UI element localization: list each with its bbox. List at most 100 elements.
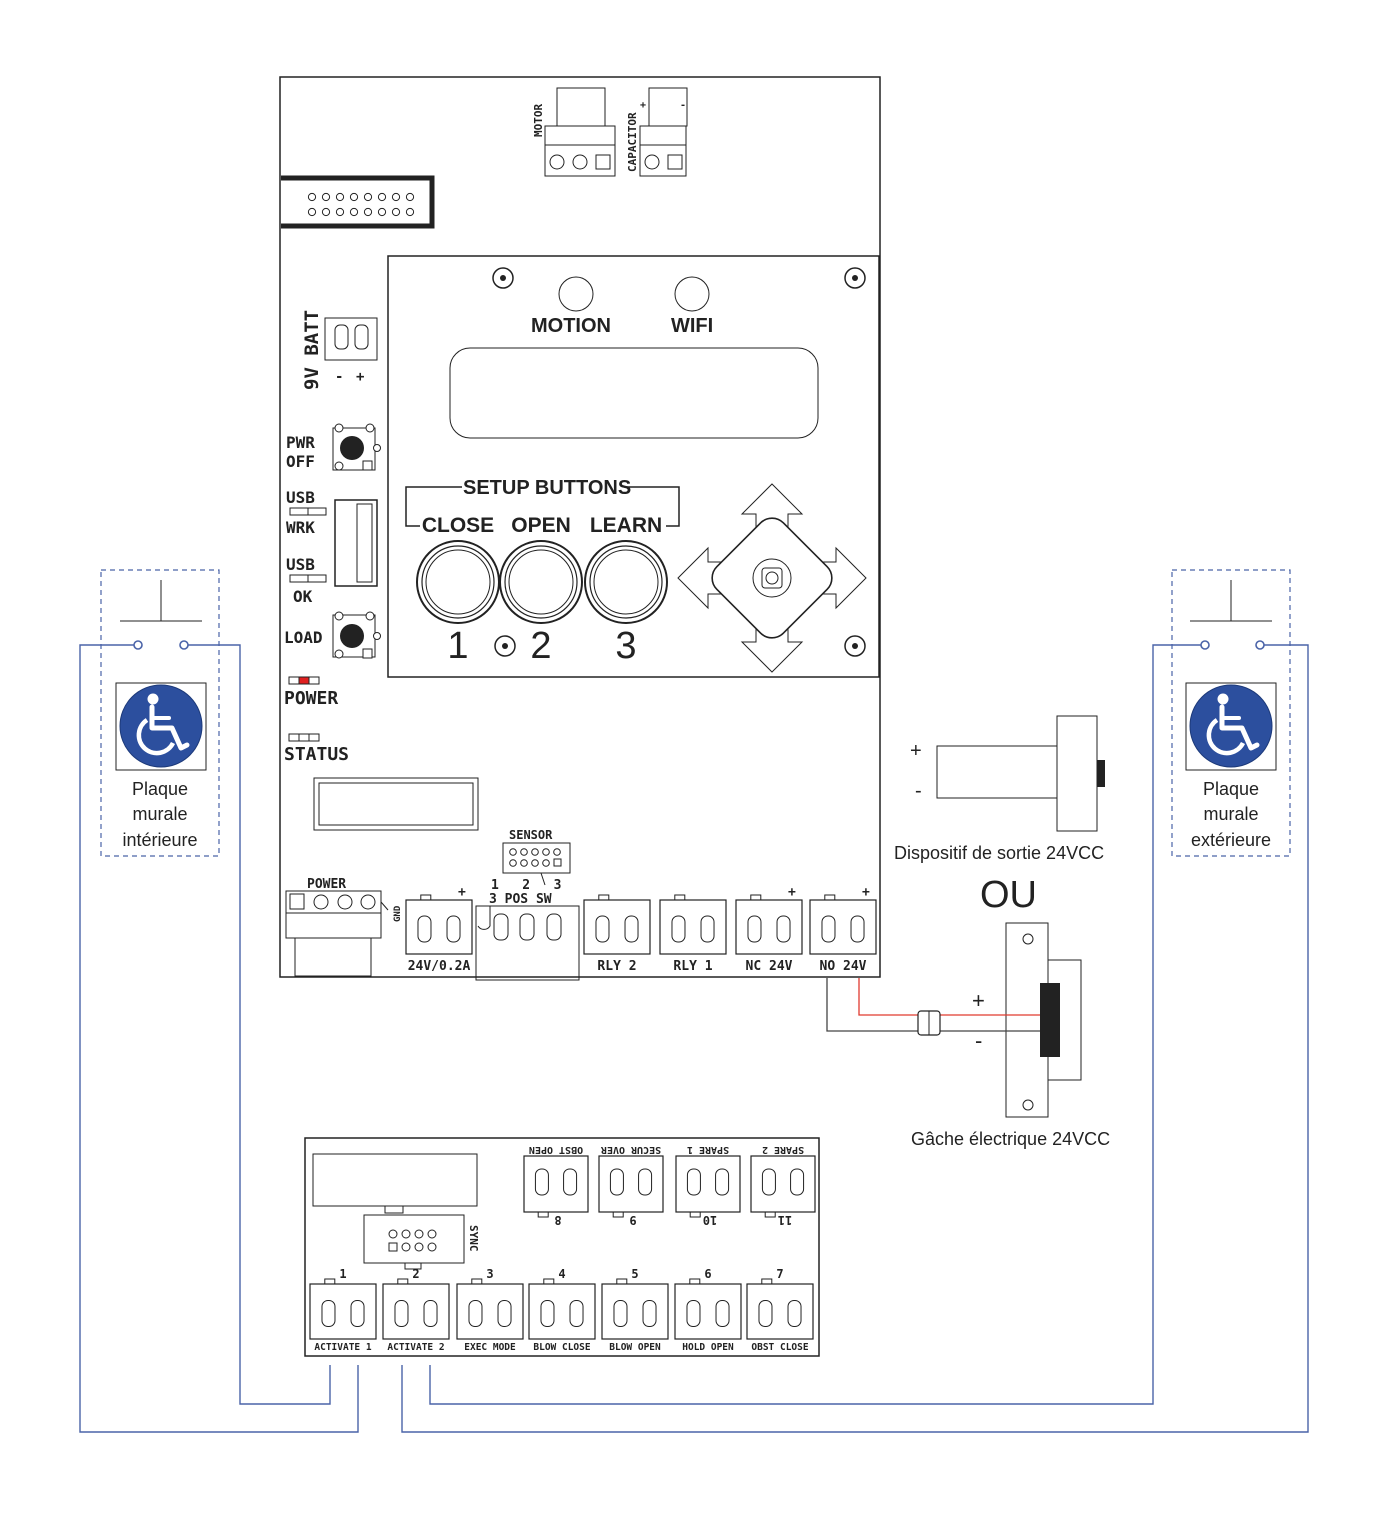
usb-wrk-label-2: WRK	[286, 518, 315, 537]
load-label: LOAD	[284, 628, 323, 647]
terminal-label: RLY 2	[597, 959, 636, 974]
terminal-marker: +	[458, 885, 466, 900]
exterior-wall-plate[interactable]: Plaque murale extérieure	[1171, 569, 1291, 857]
close-button-label: CLOSE	[422, 514, 494, 537]
interior-plate-label-3: intérieure	[122, 830, 197, 850]
terminal-number: 9	[629, 1213, 636, 1227]
interior-plate-label-2: murale	[132, 804, 187, 824]
terminal-number: 6	[704, 1267, 711, 1281]
usb-indicators: USB WRK USB OK	[286, 488, 327, 606]
terminal-label: NC 24V	[746, 959, 793, 974]
usb-port[interactable]	[334, 499, 378, 587]
terminal-label: BLOW OPEN	[609, 1342, 661, 1353]
learn-setup-button[interactable]: LEARN 3	[584, 514, 668, 667]
terminal-label: OBST CLOSE	[751, 1342, 808, 1353]
exit-device-minus: -	[915, 780, 922, 802]
exterior-plate-label-2: murale	[1203, 804, 1258, 824]
motion-label: MOTION	[531, 315, 611, 337]
pos-sw-numbers: 1 2 3	[491, 878, 561, 893]
motor-connector: MOTOR	[532, 87, 616, 177]
terminal-rly-1[interactable]: RLY 1	[659, 894, 727, 974]
expansion-top-terminals: OBST OPEN 8 SECUR OVER 9 SPARE 110 SPARE 2 11	[523, 1144, 816, 1227]
terminal-label: NO 24V	[820, 959, 867, 974]
terminal-label: SECUR OVER	[600, 1144, 661, 1155]
terminal-marker: +	[788, 885, 796, 900]
exit-device: + - Dispositif de sortie 24VCC	[894, 715, 1105, 863]
wheelchair-accessibility-icon	[119, 684, 203, 768]
board-lcd-window	[313, 777, 479, 831]
terminal-label: HOLD OPEN	[682, 1342, 734, 1353]
terminal-label: SPARE 2	[762, 1144, 804, 1155]
terminal-nc-24v[interactable]: NC 24V +	[735, 885, 803, 974]
sync-header: SYNC	[363, 1214, 480, 1270]
terminal-spare-2[interactable]: SPARE 2 11	[750, 1144, 816, 1227]
terminal-label: SPARE 1	[687, 1144, 729, 1155]
terminal-number: 8	[554, 1213, 561, 1227]
navigation-pad[interactable]	[677, 483, 867, 673]
terminal-secur-over[interactable]: SECUR OVER 9	[598, 1144, 664, 1227]
terminal-number: 11	[778, 1213, 792, 1227]
terminal-spare-1[interactable]: SPARE 110	[675, 1144, 741, 1227]
sensor-header: SENSOR	[502, 828, 571, 874]
exterior-plate-label-3: extérieure	[1191, 830, 1271, 850]
wifi-led	[674, 276, 710, 312]
or-label: OU	[980, 874, 1037, 916]
batt-label: 9V BATT	[301, 310, 323, 390]
terminal-number: 4	[558, 1267, 565, 1281]
power-terminal-label: POWER	[307, 877, 346, 892]
dpad-body	[711, 517, 833, 639]
learn-button-label: LEARN	[590, 514, 662, 537]
exterior-plate-label-1: Plaque	[1203, 779, 1259, 799]
open-button-number: 2	[530, 625, 551, 667]
pwr-off-label-1: PWR	[286, 433, 315, 452]
panel-screws	[492, 267, 866, 657]
terminal-number: 3	[486, 1267, 493, 1281]
exit-device-label: Dispositif de sortie 24VCC	[894, 843, 1104, 863]
pwr-off-button[interactable]: PWR OFF	[286, 423, 381, 471]
learn-button-number: 3	[615, 625, 636, 667]
dpad-center[interactable]	[752, 558, 792, 598]
motor-label: MOTOR	[532, 104, 545, 137]
sensor-label: SENSOR	[509, 828, 553, 842]
terminal-rly-2[interactable]: RLY 2	[583, 894, 651, 974]
terminal-label: BLOW CLOSE	[533, 1342, 590, 1353]
strike-minus: -	[975, 1028, 982, 1053]
capacitor-minus: -	[680, 100, 686, 111]
battery-connector: 9V BATT - +	[301, 310, 378, 390]
power-terminal: POWER GND	[285, 877, 403, 977]
capacitor-plus: +	[640, 100, 646, 111]
setup-buttons-label: SETUP BUTTONS	[463, 477, 631, 499]
usb-ok-label-1: USB	[286, 555, 315, 574]
interior-wall-plate[interactable]: Plaque murale intérieure	[100, 569, 220, 857]
ribbon-header	[281, 175, 435, 229]
electric-strike: + - Gâche électrique 24VCC	[911, 922, 1110, 1149]
terminal-label: OBST OPEN	[529, 1144, 583, 1155]
status-led: STATUS	[284, 733, 349, 765]
motion-sensor	[558, 276, 594, 312]
terminal-number: 5	[631, 1267, 638, 1281]
status-led-label: STATUS	[284, 744, 349, 765]
terminal-no-24v[interactable]: NO 24V+	[809, 885, 877, 974]
setup-bracket-left	[405, 486, 462, 527]
terminal-number: 7	[776, 1267, 783, 1281]
display-panel: MOTION WIFI SETUP BUTTONS CLOSE1OPEN2LEA…	[387, 255, 880, 678]
terminal-label: 24V/0.2A	[408, 959, 471, 974]
usb-ok-label-2: OK	[293, 587, 313, 606]
main-terminal-strip: 24V/0.2A + RLY 2 RLY 1 NC 24V + NO 24V+	[405, 885, 877, 974]
terminal-obst-open[interactable]: OBST OPEN 8	[523, 1144, 589, 1227]
load-button[interactable]: LOAD	[284, 611, 381, 659]
three-pos-switch: 1 2 3 3 POS SW	[475, 872, 580, 981]
terminal-24v-0-2a[interactable]: 24V/0.2A +	[405, 885, 473, 974]
